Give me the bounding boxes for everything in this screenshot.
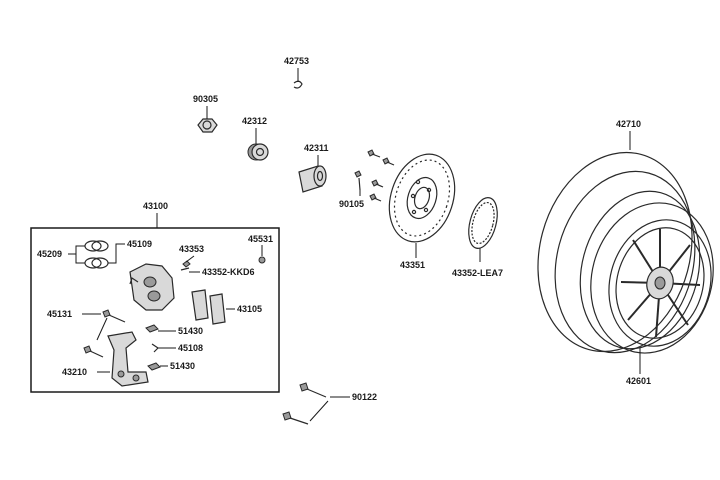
label-43100: 43100 (143, 201, 168, 211)
label-43353: 43353 (179, 244, 204, 254)
part-42311-spacer (298, 165, 327, 193)
part-45131-pin (83, 309, 126, 358)
part-43105-brake-pads (191, 289, 226, 325)
part-45531-cap (258, 256, 266, 264)
part-42601-rim (608, 219, 712, 347)
leader-45209-top (68, 245, 85, 255)
part-43352-lea7-ring (468, 197, 498, 249)
label-90105: 90105 (339, 199, 364, 209)
label-90122: 90122 (352, 392, 377, 402)
label-51430-b: 51430 (170, 361, 195, 371)
label-43105: 43105 (237, 304, 262, 314)
label-42753: 42753 (284, 56, 309, 66)
label-45109: 45109 (127, 239, 152, 249)
part-caliper-body (129, 263, 175, 311)
leader-45209-bottom (75, 254, 85, 264)
label-45209: 45209 (37, 249, 62, 259)
part-42753-clip (293, 80, 303, 89)
part-43210-bracket (107, 331, 149, 387)
label-51430-a: 51430 (178, 326, 203, 336)
part-42312-collar (247, 143, 269, 161)
label-43351: 43351 (400, 260, 425, 270)
label-42311: 42311 (304, 143, 329, 153)
leader-45109-bottom (108, 254, 117, 264)
leader-43353 (185, 255, 195, 263)
part-90105-bolts (354, 149, 395, 202)
part-43353-bleeder (180, 260, 191, 271)
label-43352-lea7: 43352-LEA7 (452, 268, 503, 278)
part-43351-brake-disc (388, 153, 456, 243)
label-42312: 42312 (242, 116, 267, 126)
label-42710: 42710 (616, 119, 641, 129)
part-45109-seals (84, 240, 109, 269)
leader-45109-top (115, 243, 125, 254)
part-90122-bolts (282, 382, 329, 425)
label-45531: 45531 (248, 234, 273, 244)
assembly-43100-box (30, 227, 280, 393)
part-51430-clip-a (145, 324, 159, 333)
part-90305-nut (197, 118, 218, 133)
label-45108: 45108 (178, 343, 203, 353)
label-43210: 43210 (62, 367, 87, 377)
label-42601: 42601 (626, 376, 651, 386)
label-45131: 45131 (47, 309, 72, 319)
part-51430-clip-b (147, 362, 161, 371)
part-45108-spring (151, 343, 159, 353)
label-90305: 90305 (193, 94, 218, 104)
label-43352-kkd6: 43352-KKD6 (202, 267, 255, 277)
